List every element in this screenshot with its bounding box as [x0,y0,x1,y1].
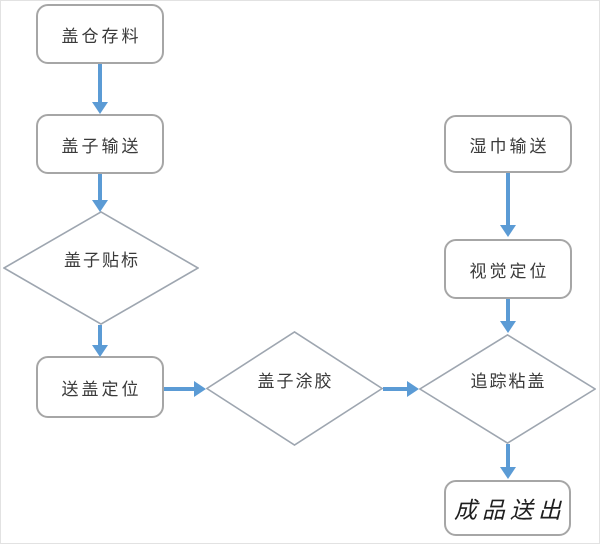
arrow-head [92,102,108,114]
arrow-wipes-to-vision [500,173,516,237]
arrow-shaft [506,299,510,323]
node-label-vision-positioning: 视觉定位 [469,261,550,281]
arrow-head [407,381,419,397]
arrow-vision-to-tracking [500,299,516,333]
node-label-wipes-convey: 湿巾输送 [469,136,550,156]
node-cover-bin-storage: 盖仓存料 [36,4,164,64]
node-label-cover-gluing: 盖子涂胶 [257,371,334,391]
arrow-shaft [98,174,102,202]
arrow-head [500,225,516,237]
node-label-cover-convey: 盖子输送 [61,136,142,156]
diamond-shape [3,211,199,325]
node-label-cover-positioning: 送盖定位 [61,379,142,399]
node-label-cover-labeling: 盖子贴标 [64,251,140,270]
node-wipes-convey: 湿巾输送 [444,115,572,173]
arrow-shaft [506,173,510,227]
node-vision-positioning: 视觉定位 [444,239,572,299]
arrow-convey-to-labeling [92,174,108,212]
node-cover-gluing: 盖子涂胶 [206,331,383,446]
node-label-product-output: 成品送出 [454,498,566,524]
arrow-head [92,345,108,357]
node-cover-convey: 盖子输送 [36,114,164,174]
arrow-head [92,200,108,212]
arrow-tracking-to-output [500,444,516,479]
arrow-shaft [506,444,510,469]
arrow-positioning-to-gluing [164,381,206,397]
node-product-output: 成品送出 [444,480,571,536]
arrow-shaft [164,387,196,391]
arrow-shaft [98,325,102,347]
node-label-tracking-sticking: 追踪粘盖 [470,372,547,391]
diamond-shape [419,334,596,444]
node-tracking-sticking: 追踪粘盖 [419,334,596,444]
arrow-head [500,467,516,479]
node-label-cover-bin-storage: 盖仓存料 [61,26,142,46]
arrow-shaft [98,64,102,104]
node-cover-positioning: 送盖定位 [36,356,164,418]
arrow-shaft [383,387,409,391]
arrow-storage-to-convey [92,64,108,114]
node-cover-labeling: 盖子贴标 [3,211,199,325]
arrow-labeling-to-positioning [92,325,108,357]
arrow-head [194,381,206,397]
arrow-head [500,321,516,333]
arrow-gluing-to-tracking [383,381,419,397]
diamond-shape [206,331,383,446]
